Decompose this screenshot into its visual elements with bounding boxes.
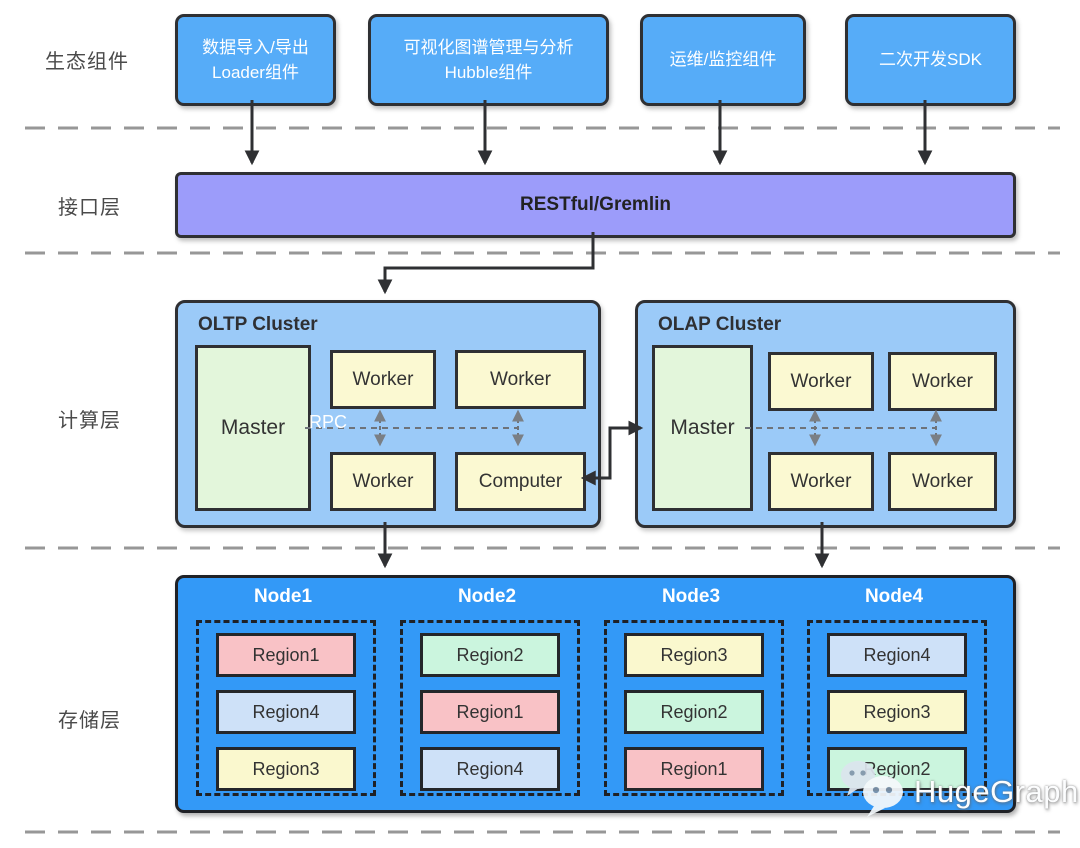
oltp-computer-box: Computer	[455, 452, 586, 511]
region-box: Region4	[420, 747, 560, 791]
api-to-oltp-arrow	[377, 232, 595, 295]
olap-master-box: Master	[652, 345, 753, 511]
oltp-worker-box-2: Worker	[455, 350, 586, 409]
olap-worker-box-2: Worker	[888, 352, 997, 411]
region-box: Region2	[420, 633, 560, 677]
region-box: Region3	[216, 747, 356, 791]
sdk-line1: 二次开发SDK	[879, 50, 982, 70]
loader-component-line2: Loader组件	[212, 63, 299, 82]
oltp-master-box: Master	[195, 345, 311, 511]
hubble-component-line2: Hubble组件	[444, 63, 533, 82]
oltp-cluster-box: OLTP Cluster Master Worker Worker Worker…	[175, 300, 601, 528]
node4-label: Node4	[864, 586, 924, 607]
region-box: Region1	[216, 633, 356, 677]
rpc-label: RPC	[309, 412, 348, 432]
sdk-component-box: 二次开发SDK	[845, 14, 1016, 106]
region-box: Region3	[827, 690, 967, 734]
ops-monitor-component-box: 运维/监控组件	[640, 14, 806, 106]
node3-group: Region3 Region2 Region1	[604, 620, 784, 796]
ecosystem-to-api-arrows	[244, 100, 933, 166]
chat-bubbles-icon	[836, 758, 914, 825]
node1-label: Node1	[253, 586, 313, 607]
restful-gremlin-box: RESTful/Gremlin	[175, 172, 1016, 238]
compute-to-storage-arrows	[377, 522, 830, 569]
olap-worker-box-1: Worker	[768, 352, 874, 411]
oltp-worker-box-1: Worker	[330, 350, 436, 409]
watermark-text: HugeGraph	[914, 773, 1079, 809]
olap-cluster-title: OLAP Cluster	[658, 314, 782, 335]
olap-worker-box-4: Worker	[888, 452, 997, 511]
interface-layer-label: 接口层	[58, 197, 121, 219]
region-box: Region2	[624, 690, 764, 734]
region-box: Region4	[827, 633, 967, 677]
ecosystem-layer-label: 生态组件	[45, 51, 129, 73]
oltp-worker-box-3: Worker	[330, 452, 436, 511]
region-box: Region1	[624, 747, 764, 791]
restful-gremlin-label: RESTful/Gremlin	[520, 194, 671, 215]
storage-layer-label: 存储层	[58, 710, 121, 732]
loader-component-box: 数据导入/导出 Loader组件	[175, 14, 336, 106]
olap-cluster-box: OLAP Cluster Master Worker Worker Worker…	[635, 300, 1016, 528]
compute-layer-label: 计算层	[58, 410, 121, 432]
node1-group: Region1 Region4 Region3	[196, 620, 376, 796]
node4-group: Region4 Region3 Region2	[807, 620, 987, 796]
olap-worker-box-3: Worker	[768, 452, 874, 511]
hubble-component-line1: 可视化图谱管理与分析	[403, 37, 574, 57]
region-box: Region3	[624, 633, 764, 677]
node2-label: Node2	[457, 586, 517, 607]
region-box: Region1	[420, 690, 560, 734]
loader-component-line1: 数据导入/导出	[202, 37, 309, 57]
node3-label: Node3	[661, 586, 721, 607]
node2-group: Region2 Region1 Region4	[400, 620, 580, 796]
hubble-component-box: 可视化图谱管理与分析 Hubble组件	[368, 14, 609, 106]
region-box: Region4	[216, 690, 356, 734]
oltp-cluster-title: OLTP Cluster	[198, 314, 318, 335]
ops-monitor-line1: 运维/监控组件	[669, 50, 777, 70]
hugegraph-watermark: HugeGraph	[836, 758, 1079, 825]
